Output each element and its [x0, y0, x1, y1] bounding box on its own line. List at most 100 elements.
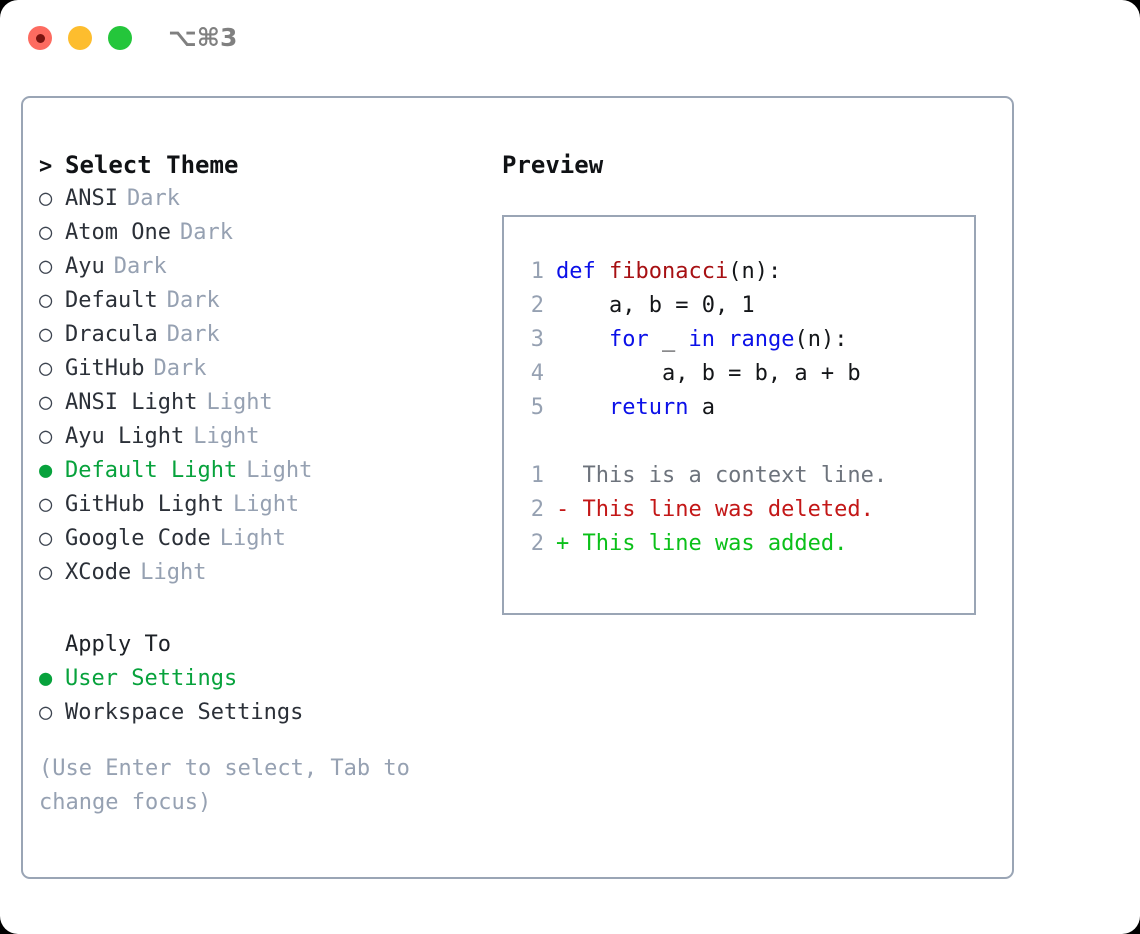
code-line-number: 5	[530, 395, 544, 420]
diff-line: 1 This is a context line.	[518, 459, 974, 493]
radio-unselected-icon[interactable]: ○	[39, 390, 53, 415]
code-line: 4 a, b = b, a + b	[518, 357, 974, 391]
diff-line-number: 2	[530, 531, 544, 556]
theme-option-row[interactable]: ○ Ayu Dark	[39, 250, 489, 284]
theme-option-name: XCode	[65, 560, 132, 585]
spacer	[518, 425, 974, 459]
diff-line-number: 1	[530, 463, 544, 488]
radio-unselected-icon[interactable]: ○	[39, 288, 53, 313]
theme-option-row[interactable]: ○ Ayu Light Light	[39, 420, 489, 454]
radio-unselected-icon[interactable]: ○	[39, 254, 53, 279]
theme-option-name: ANSI	[65, 186, 118, 211]
theme-option-kind: Dark	[166, 322, 220, 347]
theme-option-name: GitHub	[65, 356, 145, 381]
code-token: a	[688, 395, 715, 420]
apply-to-option-name: Workspace Settings	[65, 700, 304, 725]
code-line-content: return a	[556, 391, 715, 425]
code-token: in	[688, 327, 715, 352]
apply-to-heading: Apply To	[39, 628, 489, 662]
radio-unselected-icon[interactable]: ○	[39, 560, 53, 585]
theme-option-name: Dracula	[65, 322, 158, 347]
diff-line: 2 - This line was deleted.	[518, 493, 974, 527]
code-line: 3 for _ in range(n):	[518, 323, 974, 357]
theme-option-kind: Light	[140, 560, 207, 585]
theme-option-kind: Light	[219, 526, 286, 551]
apply-to-options-list: ● User Settings ○ Workspace Settings	[39, 662, 489, 730]
theme-option-kind: Light	[206, 390, 273, 415]
code-line-content: a, b = b, a + b	[556, 357, 861, 391]
code-line-content: a, b = 0, 1	[556, 289, 755, 323]
radio-unselected-icon[interactable]: ○	[39, 322, 53, 347]
theme-option-row[interactable]: ○ XCode Light	[39, 556, 489, 590]
traffic-lights	[28, 26, 132, 50]
diff-line-content: + This line was added.	[556, 531, 848, 556]
code-token	[556, 327, 609, 352]
apply-to-option-row[interactable]: ● User Settings	[39, 662, 489, 696]
code-token: (n):	[728, 259, 782, 284]
code-line: 5 return a	[518, 391, 974, 425]
page-title: Select Theme	[65, 151, 239, 179]
radio-unselected-icon[interactable]: ○	[39, 220, 53, 245]
radio-unselected-icon[interactable]: ○	[39, 356, 53, 381]
theme-option-kind: Light	[232, 492, 300, 517]
close-window-icon[interactable]	[28, 26, 52, 50]
theme-option-row[interactable]: ○ Google Code Light	[39, 522, 489, 556]
theme-option-row[interactable]: ○ Dracula Dark	[39, 318, 489, 352]
radio-unselected-icon[interactable]: ○	[39, 526, 53, 551]
code-token: a, b = 0, 1	[556, 293, 755, 318]
code-token: range	[728, 327, 795, 352]
theme-option-kind: Light	[193, 424, 260, 449]
preview-code-block: 1 def fibonacci(n): 2 a, b = 0, 1 3 for _ i…	[518, 255, 974, 425]
theme-option-row[interactable]: ○ GitHub Dark	[39, 352, 489, 386]
diff-line-number: 2	[530, 497, 544, 522]
apply-to-label: Apply To	[65, 632, 171, 657]
diff-line-content: - This line was deleted.	[556, 497, 874, 522]
radio-unselected-icon[interactable]: ○	[39, 424, 53, 449]
diff-line-content: This is a context line.	[556, 463, 888, 488]
apply-to-option-row[interactable]: ○ Workspace Settings	[39, 696, 489, 730]
minimize-window-icon[interactable]	[68, 26, 92, 50]
radio-selected-icon[interactable]: ●	[39, 666, 53, 691]
theme-option-name: Default	[65, 288, 158, 313]
keyboard-shortcut-label: ⌥⌘3	[168, 23, 238, 52]
spacer	[39, 590, 489, 628]
theme-option-name: Default Light	[65, 458, 238, 483]
theme-option-name: Google Code	[65, 526, 211, 551]
code-line-number: 4	[530, 361, 544, 386]
code-token: def	[556, 259, 609, 284]
spacer	[39, 730, 489, 752]
apply-to-option-name: User Settings	[65, 666, 238, 691]
theme-option-name: Ayu	[65, 254, 105, 279]
code-line-number: 1	[530, 259, 544, 284]
code-line: 1 def fibonacci(n):	[518, 255, 974, 289]
radio-unselected-icon[interactable]: ○	[39, 492, 53, 517]
theme-option-row[interactable]: ○ ANSI Light Light	[39, 386, 489, 420]
code-token	[556, 395, 609, 420]
radio-unselected-icon[interactable]: ○	[39, 700, 53, 725]
radio-unselected-icon[interactable]: ○	[39, 186, 53, 211]
theme-option-name: ANSI Light	[65, 390, 198, 415]
code-token: a, b = b, a + b	[556, 361, 861, 386]
theme-option-name: Ayu Light	[65, 424, 185, 449]
code-token: for	[608, 327, 649, 352]
code-line-content: def fibonacci(n):	[556, 255, 781, 289]
diff-line: 2 + This line was added.	[518, 527, 974, 561]
theme-option-kind: Dark	[113, 254, 167, 279]
prompt-caret-icon: >	[39, 154, 53, 179]
code-token	[715, 327, 728, 352]
code-token: return	[608, 395, 689, 420]
theme-option-kind: Dark	[153, 356, 207, 381]
radio-selected-icon[interactable]: ●	[39, 458, 53, 483]
code-line-content: for _ in range(n):	[556, 323, 847, 357]
code-line-number: 2	[530, 293, 544, 318]
maximize-window-icon[interactable]	[108, 26, 132, 50]
